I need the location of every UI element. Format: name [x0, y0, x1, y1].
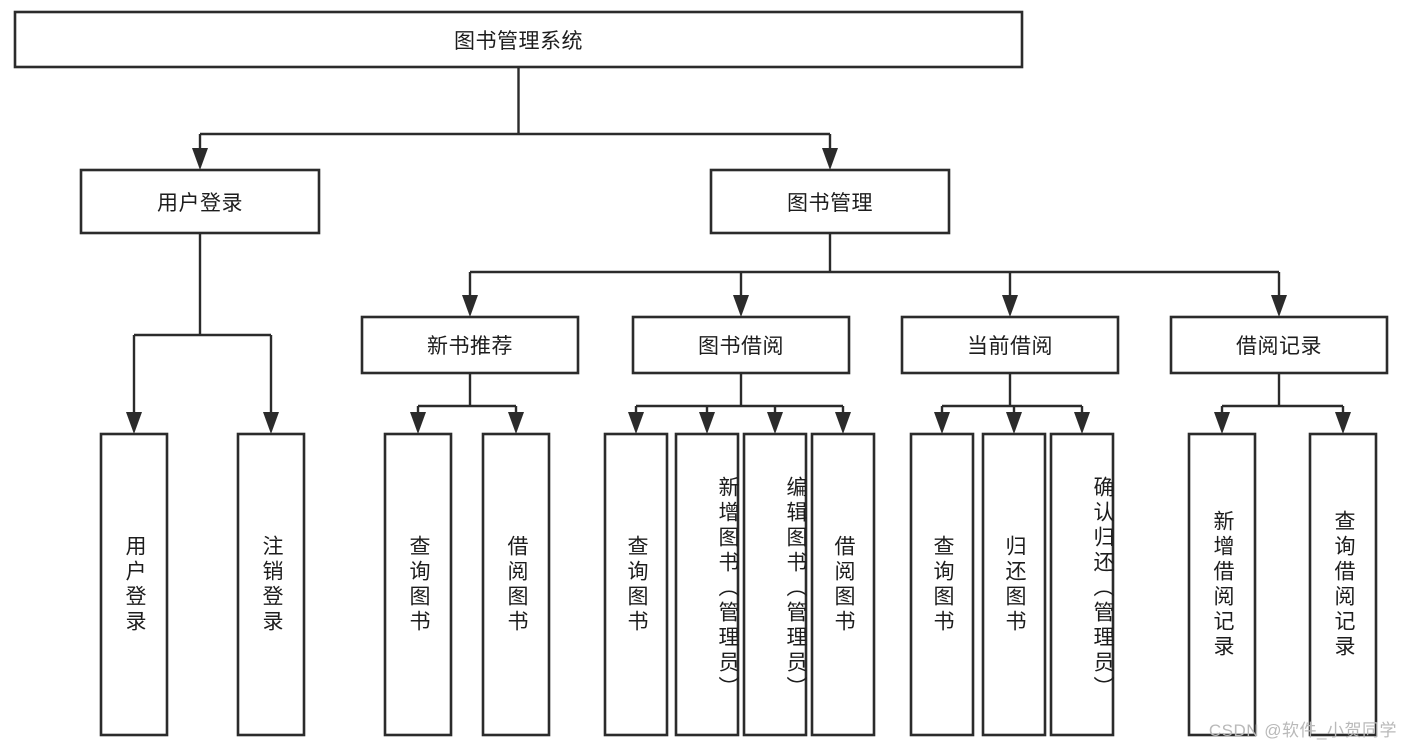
- node-box-leaf-confirm-return[interactable]: [1049, 432, 1115, 737]
- arrow-head-leaf-query-borrow-record: [1335, 412, 1351, 434]
- arrow-head-user-login: [192, 148, 208, 170]
- csdn-watermark: CSDN @软件_小贺同学: [1208, 721, 1397, 740]
- connector-group-user-login: [126, 233, 279, 434]
- connector-group-new-book-recommend: [410, 373, 524, 434]
- arrow-head-current-borrow: [1002, 295, 1018, 317]
- node-box-book-management[interactable]: [709, 168, 951, 235]
- node-box-book-borrow[interactable]: [631, 315, 851, 375]
- arrow-head-borrow-record: [1271, 295, 1287, 317]
- node-box-leaf-return-book[interactable]: [981, 432, 1047, 737]
- arrow-head-leaf-user-login: [126, 412, 142, 434]
- node-box-leaf-add-borrow-record[interactable]: [1187, 432, 1257, 737]
- arrow-head-leaf-query-book-borrow: [628, 412, 644, 434]
- node-box-leaf-borrow-book[interactable]: [810, 432, 876, 737]
- arrow-head-leaf-edit-book: [767, 412, 783, 434]
- node-box-leaf-add-book[interactable]: [674, 432, 740, 737]
- arrow-head-book-borrow: [733, 295, 749, 317]
- arrow-head-leaf-borrow-book: [835, 412, 851, 434]
- connector-group-current-borrow: [934, 373, 1090, 434]
- node-box-leaf-query-book-current[interactable]: [909, 432, 975, 737]
- arrow-head-leaf-query-book-current: [934, 412, 950, 434]
- node-box-new-book-recommend[interactable]: [360, 315, 580, 375]
- connector-group-borrow-record: [1214, 373, 1351, 434]
- node-box-borrow-record[interactable]: [1169, 315, 1389, 375]
- arrow-head-leaf-return-book: [1006, 412, 1022, 434]
- arrow-head-leaf-borrow-book-rec: [508, 412, 524, 434]
- connector-group-book-management: [462, 233, 1287, 317]
- arrow-head-leaf-query-book-rec: [410, 412, 426, 434]
- connector-group-root: [192, 67, 838, 170]
- node-box-user-login[interactable]: [79, 168, 321, 235]
- arrow-head-leaf-add-book: [699, 412, 715, 434]
- arrow-head-new-book-recommend: [462, 295, 478, 317]
- node-box-current-borrow[interactable]: [900, 315, 1120, 375]
- node-box-leaf-borrow-book-rec[interactable]: [481, 432, 551, 737]
- node-box-leaf-logout[interactable]: [236, 432, 306, 737]
- node-box-leaf-query-book-rec[interactable]: [383, 432, 453, 737]
- node-box-root[interactable]: [13, 10, 1024, 69]
- arrow-head-leaf-add-borrow-record: [1214, 412, 1230, 434]
- node-box-leaf-query-borrow-record[interactable]: [1308, 432, 1378, 737]
- node-box-leaf-user-login[interactable]: [99, 432, 169, 737]
- arrow-head-leaf-logout: [263, 412, 279, 434]
- node-box-leaf-query-book-borrow[interactable]: [603, 432, 669, 737]
- arrow-head-book-management: [822, 148, 838, 170]
- arrow-head-leaf-confirm-return: [1074, 412, 1090, 434]
- connector-group-book-borrow: [628, 373, 851, 434]
- node-box-leaf-edit-book[interactable]: [742, 432, 808, 737]
